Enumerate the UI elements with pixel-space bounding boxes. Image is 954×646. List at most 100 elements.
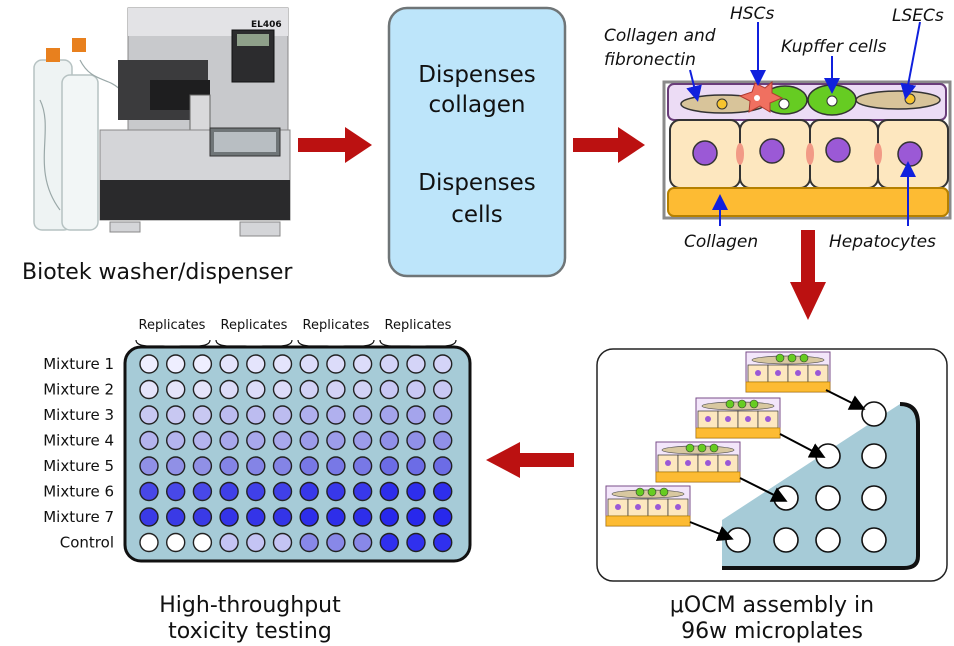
plate-well — [246, 430, 266, 451]
plate-well — [406, 354, 426, 374]
plate-well — [406, 456, 426, 476]
plate-well — [192, 379, 213, 400]
process-line-3: Dispenses — [418, 170, 536, 196]
arrow-to-plate — [486, 442, 574, 478]
plate-well — [139, 379, 159, 400]
micro-well — [773, 485, 799, 511]
plate-row-label: Mixture 5 — [43, 457, 114, 475]
plate-well — [299, 430, 319, 451]
plate-well — [433, 379, 453, 400]
label-collagen: Collagen — [684, 232, 758, 252]
plate-well — [272, 532, 293, 553]
assembly-caption-2: 96w microplates — [681, 619, 863, 644]
plate-well — [246, 481, 266, 502]
micro-well — [815, 443, 841, 469]
plate-well — [272, 430, 293, 451]
micro-well — [725, 527, 751, 553]
plate-well — [246, 405, 266, 425]
label-hscs: HSCs — [730, 4, 774, 24]
plate-well — [139, 354, 159, 374]
arrow-to-process — [298, 127, 372, 163]
label-lsecs: LSECs — [892, 6, 944, 26]
plate-well — [192, 430, 213, 451]
collagen-layer — [667, 187, 949, 217]
hsc-cell — [738, 80, 784, 113]
plate-well — [326, 379, 346, 400]
plate-well — [219, 532, 239, 553]
plate-well — [433, 532, 453, 553]
plate-well — [299, 481, 319, 502]
tissue-cross-section — [662, 21, 952, 226]
micro-well — [861, 527, 887, 553]
process-line-1: Dispenses — [418, 62, 536, 88]
well-plate — [123, 345, 472, 563]
process-line-2: collagen — [429, 92, 526, 118]
plate-well — [352, 405, 373, 425]
plate-well — [139, 507, 159, 527]
plate-well — [326, 532, 346, 553]
machine-caption: Biotek washer/dispenser — [22, 260, 293, 285]
plate-well — [326, 481, 346, 502]
plate-well — [379, 354, 399, 374]
plate-well — [272, 507, 293, 527]
label-hepatocytes: Hepatocytes — [829, 232, 936, 252]
process-line-4: cells — [451, 202, 503, 228]
plate-row-label: Mixture 2 — [43, 381, 114, 399]
plate-well — [326, 354, 346, 374]
plate-well — [165, 354, 186, 374]
plate-well — [379, 507, 399, 527]
plate-well — [406, 430, 426, 451]
plate-row-label: Mixture 3 — [43, 406, 114, 424]
plate-well — [352, 354, 373, 374]
plate-well — [192, 532, 213, 553]
micro-well — [861, 485, 887, 511]
plate-well — [272, 405, 293, 425]
micro-well — [815, 485, 841, 511]
plate-well — [299, 456, 319, 476]
plate-well — [219, 481, 239, 502]
micro-well — [773, 527, 799, 553]
assembly-caption-1: μOCM assembly in — [670, 593, 874, 618]
plate-well — [379, 532, 399, 553]
plate-caption-1: High-throughput — [159, 593, 341, 618]
plate-well — [272, 456, 293, 476]
replicates-label-2: Replicates — [221, 318, 288, 333]
assembly-panel — [596, 348, 948, 582]
plate-well — [326, 507, 346, 527]
plate-well — [433, 430, 453, 451]
plate-well — [246, 354, 266, 374]
plate-row-label: Mixture 6 — [43, 483, 114, 501]
plate-row-label: Mixture 7 — [43, 508, 114, 526]
plate-well — [272, 481, 293, 502]
plate-well — [246, 507, 266, 527]
plate-well — [406, 481, 426, 502]
plate-well — [433, 354, 453, 374]
machine-badge: EL406 — [251, 20, 282, 30]
replicates-label-3: Replicates — [303, 318, 370, 333]
process-box — [387, 6, 567, 278]
label-collagen-fibronectin-2: fibronectin — [604, 50, 696, 70]
plate-well — [352, 430, 373, 451]
plate-well — [272, 379, 293, 400]
plate-well — [299, 507, 319, 527]
plate-well — [192, 354, 213, 374]
plate-well — [246, 532, 266, 553]
plate-well — [219, 405, 239, 425]
plate-well — [299, 379, 319, 400]
plate-well — [139, 481, 159, 502]
plate-caption-2: toxicity testing — [168, 619, 332, 644]
plate-well — [165, 532, 186, 553]
plate-well — [192, 481, 213, 502]
plate-well — [192, 507, 213, 527]
plate-well — [165, 507, 186, 527]
plate-well — [433, 481, 453, 502]
plate-well — [139, 430, 159, 451]
plate-well — [272, 354, 293, 374]
plate-well — [379, 456, 399, 476]
plate-well — [299, 354, 319, 374]
plate-well — [246, 379, 266, 400]
label-kupffer-cells: Kupffer cells — [781, 37, 887, 57]
plate-well — [165, 456, 186, 476]
